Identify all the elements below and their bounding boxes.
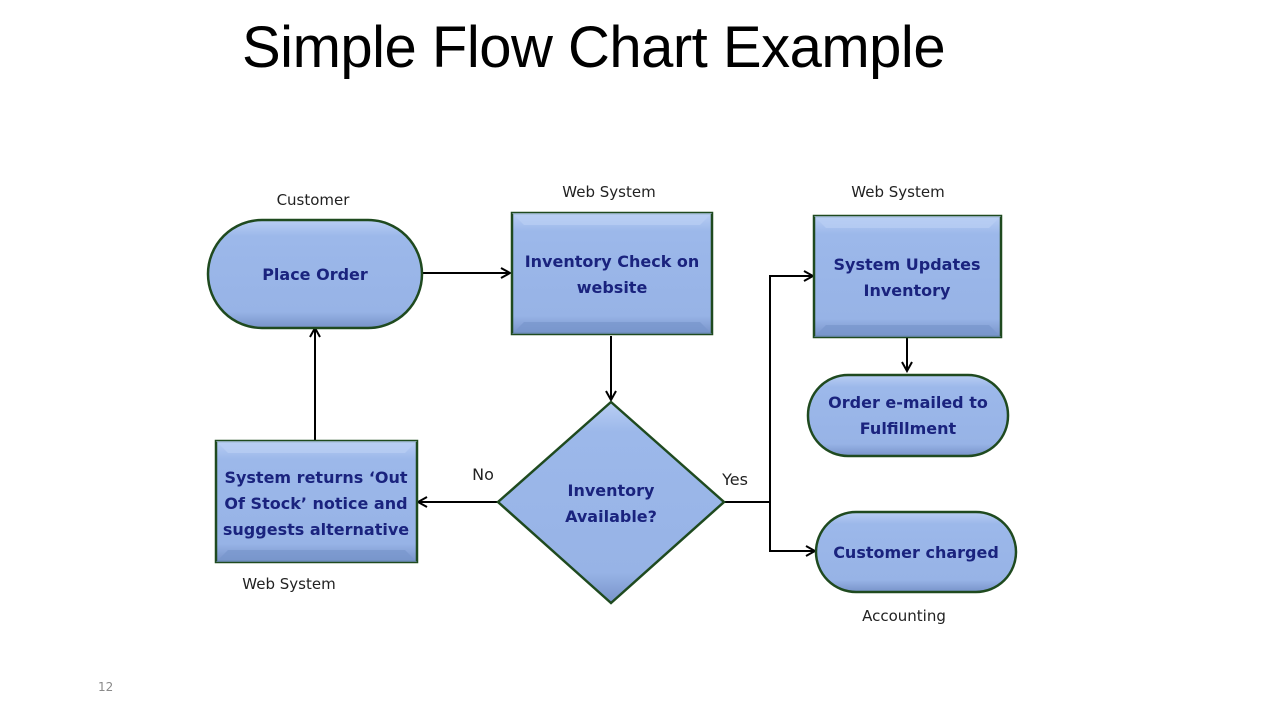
process-shape	[510, 211, 714, 336]
process-shape	[214, 439, 419, 564]
terminator-shape	[806, 373, 1010, 458]
bevel-top	[512, 213, 712, 225]
edge-decision-yes-to-system-updates	[724, 276, 813, 503]
node-label-line1: Inventory Check on	[525, 252, 700, 271]
node-label: Customer charged	[833, 543, 999, 562]
node-label-line1: Inventory	[568, 481, 656, 500]
node-label: Place Order	[262, 265, 368, 284]
terminator-shape	[206, 218, 424, 330]
node-out-of-stock[interactable]: System returns ‘Out Of Stock’ notice and…	[214, 439, 419, 564]
page-number: 12	[98, 680, 114, 694]
bevel-top	[216, 441, 417, 453]
bevel-bottom	[512, 322, 712, 334]
slide-title: Simple Flow Chart Example	[242, 15, 946, 80]
terminator-shape	[814, 510, 1018, 594]
node-label-line1: Order e-mailed to	[828, 393, 988, 412]
node-inventory-available[interactable]: Inventory Available?	[496, 400, 726, 605]
node-label-line2: Of Stock’ notice and	[224, 494, 407, 513]
role-label-accounting: Accounting	[862, 607, 946, 625]
node-place-order[interactable]: Place Order	[206, 218, 424, 330]
bevel-top	[814, 216, 1001, 228]
node-label-line1: System returns ‘Out	[224, 468, 407, 487]
node-label-line2: Available?	[565, 507, 657, 526]
bevel-bottom	[814, 325, 1001, 337]
decision-shape	[496, 400, 726, 605]
branch-label-yes: Yes	[721, 470, 748, 489]
node-label-line2: website	[577, 278, 648, 297]
connectors	[315, 273, 907, 551]
node-order-emailed[interactable]: Order e-mailed to Fulfillment	[806, 373, 1010, 458]
node-label-line3: suggests alternative	[223, 520, 409, 539]
node-label-line2: Fulfillment	[860, 419, 957, 438]
bevel-bottom	[216, 550, 417, 562]
process-shape	[812, 214, 1003, 339]
node-label-line2: Inventory	[864, 281, 952, 300]
branch-label-no: No	[472, 465, 494, 484]
role-label-web-system: Web System	[562, 183, 655, 201]
node-inventory-check[interactable]: Inventory Check on website	[510, 211, 714, 336]
edge-decision-yes-to-customer-charged	[769, 502, 815, 551]
role-label-web-system: Web System	[851, 183, 944, 201]
role-label-customer: Customer	[277, 191, 351, 209]
node-label-line1: System Updates	[834, 255, 981, 274]
role-label-web-system: Web System	[242, 575, 335, 593]
node-customer-charged[interactable]: Customer charged	[814, 510, 1018, 594]
node-system-updates[interactable]: System Updates Inventory	[812, 214, 1003, 339]
